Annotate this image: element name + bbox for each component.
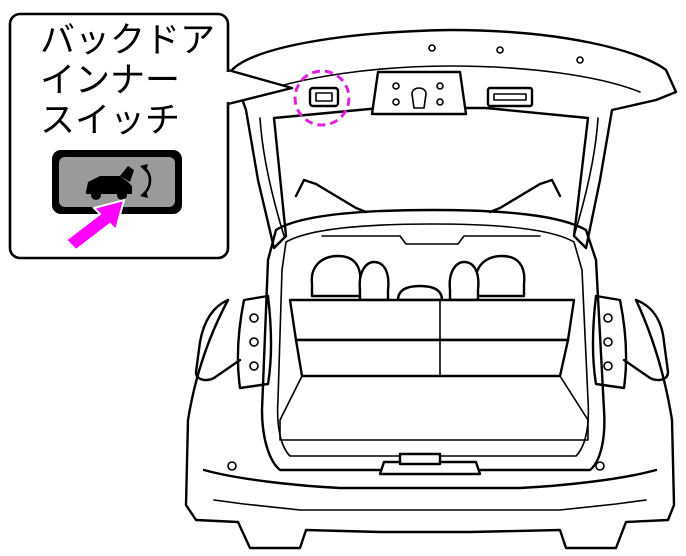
headrest-right-inner — [448, 260, 480, 302]
back-door — [230, 28, 678, 250]
keyhole-icon — [411, 87, 427, 109]
headrest-left — [310, 254, 362, 298]
gas-strut-right — [488, 178, 562, 214]
callout-label-line-3: スイッチ — [40, 101, 180, 141]
gas-strut-left — [294, 178, 368, 214]
rear-seats — [279, 254, 589, 441]
headrest-right — [474, 254, 526, 298]
dashed-circle-highlight — [293, 69, 351, 127]
bumper-bolt — [595, 461, 605, 471]
cargo-opening — [260, 208, 606, 472]
callout-box: バックドア インナー スイッチ — [8, 12, 294, 260]
seat-back-top — [288, 298, 576, 342]
pull-handle — [486, 86, 534, 108]
seat-back-lower — [294, 338, 570, 378]
headrest-left-inner — [358, 260, 390, 302]
tail-lamp-left — [236, 294, 273, 390]
bumper-bolt — [227, 461, 237, 471]
press-arrow-icon — [64, 198, 126, 252]
car-back-door-open-icon — [52, 150, 182, 214]
callout-label-line-2: インナー — [40, 61, 180, 101]
vehicle-body — [184, 298, 676, 550]
inner-switch-on-door — [308, 86, 340, 108]
tail-lamp-right — [591, 294, 628, 390]
headrest-center — [396, 284, 444, 302]
callout-label-line-1: バックドア — [40, 21, 215, 61]
tailgate-latch — [378, 452, 482, 476]
